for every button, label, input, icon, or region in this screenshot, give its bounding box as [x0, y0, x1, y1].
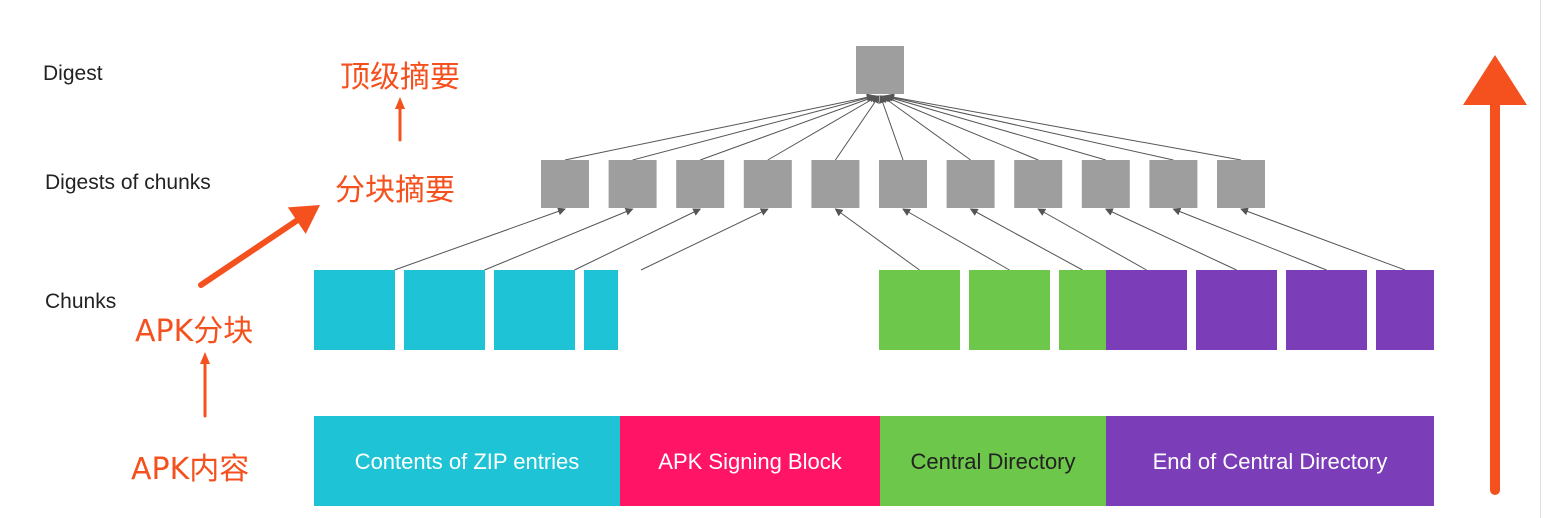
- chunk-box: [584, 270, 618, 350]
- chunk-box: [1196, 270, 1277, 350]
- connector-line: [1172, 207, 1327, 271]
- apk-segment-block: [880, 416, 1106, 506]
- annotation-top-digest: 顶级摘要: [340, 60, 460, 95]
- chunk-digest-box: [608, 160, 657, 208]
- annotation-arrow-head: [1463, 55, 1527, 105]
- chunk-box: [404, 270, 485, 350]
- annotation-apk-chunks: APK分块: [135, 314, 254, 349]
- chunk-box: [1376, 270, 1434, 350]
- chunk-digest-box: [811, 160, 860, 208]
- apk-segments: Contents of ZIP entries APK Signing Block…: [314, 416, 1434, 506]
- connector-line: [394, 207, 566, 271]
- top-digest-box: [856, 46, 904, 94]
- connector-line: [564, 93, 875, 161]
- connector-line: [484, 207, 634, 271]
- connector-line: [969, 208, 1083, 271]
- connector-line: [1104, 208, 1237, 271]
- connector-line: [834, 95, 880, 161]
- chunk-digest-box: [1217, 160, 1265, 208]
- annotation-chunk-digests: 分块摘要: [335, 173, 455, 208]
- connector-line: [767, 95, 879, 161]
- apk-segment-block: [620, 416, 880, 506]
- annotation-arrow-head: [200, 352, 210, 364]
- apk-segment-label: Contents of ZIP entries: [355, 449, 580, 474]
- connector-lines: [394, 93, 1406, 271]
- apk-segment-label: End of Central Directory: [1153, 449, 1388, 474]
- connector-line: [700, 94, 878, 161]
- panel-right-border: [1540, 0, 1541, 518]
- connector-line: [902, 208, 1010, 271]
- annotation-arrow-head: [287, 205, 320, 234]
- connector-line: [882, 94, 1039, 161]
- chunk-box: [1059, 270, 1106, 350]
- apk-segment-label: APK Signing Block: [658, 449, 842, 474]
- chunk-box: [969, 270, 1050, 350]
- connector-line: [883, 94, 1106, 161]
- connector-line: [879, 95, 904, 161]
- chunk-box: [1286, 270, 1367, 350]
- chunk-digest-box: [946, 160, 995, 208]
- tree-nodes: [314, 46, 1434, 350]
- connector-line: [884, 93, 1174, 161]
- chunk-digest-box: [879, 160, 927, 208]
- chunk-digest-box: [676, 160, 725, 208]
- chunk-box: [879, 270, 960, 350]
- apk-segment-label: Central Directory: [910, 449, 1075, 474]
- level-label-chunks: Chunks: [45, 290, 117, 313]
- chunk-digest-box: [541, 160, 589, 208]
- connector-line: [834, 208, 920, 271]
- apk-segment-block: [314, 416, 620, 506]
- connector-line: [1037, 208, 1147, 271]
- chunk-digest-box: [1149, 160, 1198, 208]
- chunk-box: [314, 270, 395, 350]
- annotation-apk-contents: APK内容: [131, 452, 250, 487]
- chunk-digest-box: [743, 160, 792, 208]
- chunk-box: [494, 270, 575, 350]
- connector-line: [1240, 207, 1406, 271]
- chunk-box: [1106, 270, 1187, 350]
- connector-line: [640, 208, 769, 271]
- apk-segment-block: [1106, 416, 1434, 506]
- annotation-arrow-shaft: [198, 217, 300, 288]
- connector-line: [886, 93, 1242, 161]
- connector-line: [632, 93, 877, 161]
- connector-line: [881, 95, 971, 161]
- annotation-arrows: [198, 55, 1527, 495]
- level-label-digest: Digest: [43, 62, 103, 85]
- chunk-digest-box: [1081, 160, 1130, 208]
- annotation-arrow-head: [395, 97, 405, 109]
- chunk-digest-box: [1014, 160, 1063, 208]
- level-label-digests-of-chunks: Digests of chunks: [45, 171, 211, 194]
- connector-line: [574, 208, 702, 271]
